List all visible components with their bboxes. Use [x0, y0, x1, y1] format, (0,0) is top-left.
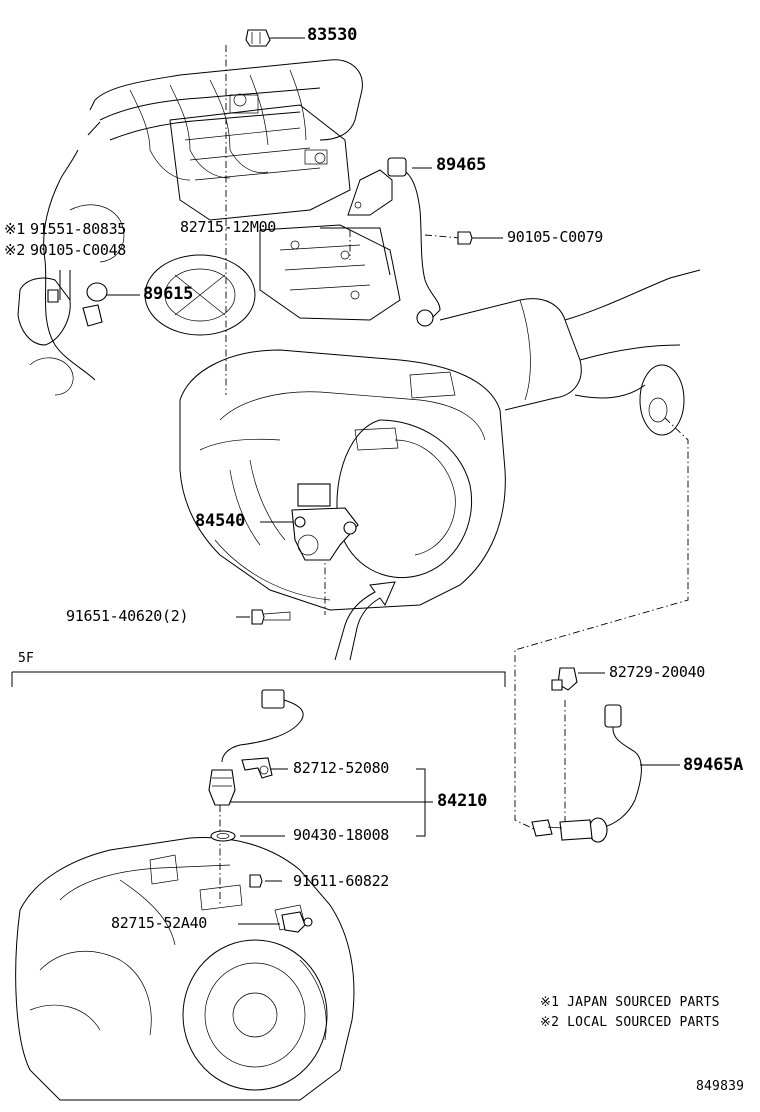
part-number-82715-12M00: 82715-12M00 — [180, 218, 277, 236]
leader-lines — [219, 45, 689, 905]
part-number-91551-80835: 91551-80835 — [30, 220, 127, 238]
engine-assembly-drawing — [17, 59, 701, 661]
part-number-90430-18008: 90430-18008 — [293, 826, 390, 844]
section-5f-bracket — [11, 671, 506, 687]
diagram-id: 849839 — [696, 1079, 745, 1094]
local-sourced-mark-2: ※2 — [4, 241, 25, 259]
part-number-83530: 83530 — [307, 25, 358, 45]
part-number-82712-52080: 82712-52080 — [293, 759, 390, 777]
manual-transaxle-drawing — [15, 837, 355, 1101]
part-number-89465: 89465 — [436, 155, 487, 175]
part-number-90105-C0048: 90105-C0048 — [30, 241, 127, 259]
sensor-parts-lower — [208, 667, 642, 933]
part-number-89465A: 89465A — [683, 755, 744, 775]
note-local-sourced-parts: ※2 LOCAL SOURCED PARTS — [540, 1015, 720, 1030]
part-number-82729-20040: 82729-20040 — [609, 663, 706, 681]
section-label-5f: 5F — [18, 651, 35, 666]
part-number-90105-C0079: 90105-C0079 — [507, 228, 604, 246]
part-number-82715-52A40: 82715-52A40 — [111, 914, 208, 932]
part-number-91611-60822: 91611-60822 — [293, 872, 390, 890]
sensor-parts-upper — [47, 29, 473, 625]
part-number-89615: 89615 — [143, 284, 194, 304]
part-number-84210: 84210 — [437, 791, 488, 811]
japan-sourced-mark-1: ※1 — [4, 220, 25, 238]
part-number-84540: 84540 — [195, 511, 246, 531]
note-japan-sourced-parts: ※1 JAPAN SOURCED PARTS — [540, 995, 720, 1010]
callout-lines — [59, 37, 680, 925]
part-number-91651-40620: 91651-40620(2) — [66, 607, 189, 625]
